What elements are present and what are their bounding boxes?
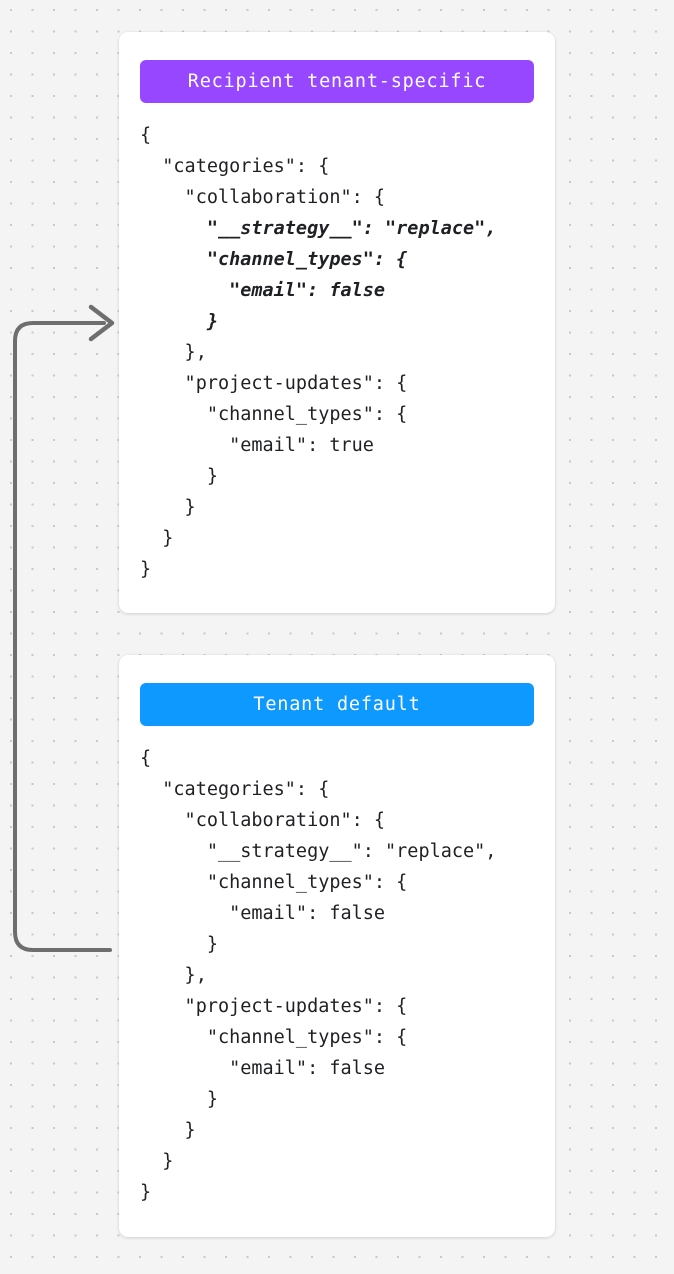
code-line: "categories": { [140, 156, 330, 177]
code-block-recipient-tenant-specific: { "categories": { "collaboration": { "__… [140, 120, 547, 585]
code-line: "collaboration": { [140, 187, 386, 208]
badge-tenant-default: Tenant default [140, 683, 534, 726]
code-line: "channel_types": { [140, 404, 408, 425]
code-line: } [140, 1120, 196, 1141]
code-line: "project-updates": { [140, 373, 408, 394]
code-line: "project-updates": { [140, 996, 408, 1017]
code-line: "channel_types": { [140, 1027, 408, 1048]
code-line: } [140, 311, 218, 332]
code-line: "email": true [140, 435, 374, 456]
code-line: } [140, 1151, 174, 1172]
card-recipient-tenant-specific: Recipient tenant-specific { "categories"… [119, 32, 555, 613]
code-line: } [140, 1182, 152, 1203]
code-line: } [140, 497, 196, 518]
code-line: } [140, 559, 152, 580]
code-line: "email": false [140, 903, 386, 924]
code-line: }, [140, 965, 207, 986]
code-line: "email": false [140, 280, 386, 301]
code-line: { [140, 748, 152, 769]
code-line: } [140, 466, 218, 487]
code-line: "channel_types": { [140, 249, 408, 270]
code-line: "categories": { [140, 779, 330, 800]
code-block-tenant-default: { "categories": { "collaboration": { "__… [140, 743, 547, 1208]
code-line: { [140, 125, 152, 146]
code-line: "collaboration": { [140, 810, 386, 831]
code-line: "channel_types": { [140, 872, 408, 893]
code-line: "email": false [140, 1058, 386, 1079]
code-line: } [140, 528, 174, 549]
code-line: } [140, 1089, 218, 1110]
code-line: "__strategy__": "replace", [140, 841, 497, 862]
code-line: }, [140, 342, 207, 363]
code-line: "__strategy__": "replace", [140, 218, 497, 239]
code-line: } [140, 934, 218, 955]
badge-recipient-tenant-specific: Recipient tenant-specific [140, 60, 534, 103]
card-tenant-default: Tenant default { "categories": { "collab… [119, 655, 555, 1237]
